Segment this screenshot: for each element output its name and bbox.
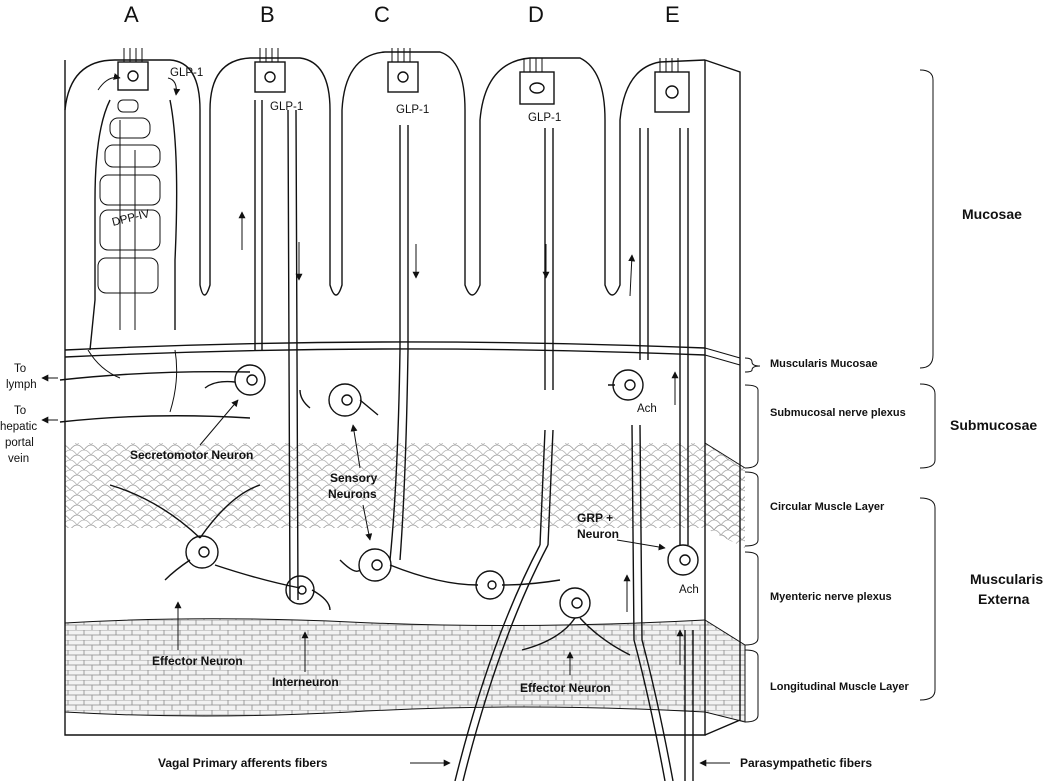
- effector-neuron-label-2: Effector Neuron: [520, 681, 611, 695]
- region-mucosae: Mucosae: [962, 206, 1022, 222]
- layer-longitudinal-muscle: Longitudinal Muscle Layer: [770, 681, 909, 693]
- signal-arrows: [97, 73, 684, 665]
- region-muscularis-1: Muscularis: [970, 571, 1043, 587]
- glp1-label-b: GLP-1: [270, 101, 303, 113]
- pointer-arrows: [41, 374, 730, 767]
- nerve-fibers: [254, 100, 694, 781]
- layer-brackets: [744, 69, 936, 723]
- grp-neuron-label-2: Neuron: [577, 527, 619, 541]
- sensory-neurons-label-2: Neurons: [328, 487, 377, 501]
- column-label-b: B: [260, 2, 275, 27]
- neurons: [109, 364, 699, 656]
- column-label-c: C: [374, 2, 390, 27]
- ach-label-2: Ach: [679, 584, 699, 596]
- sensory-neurons-label-1: Sensory: [330, 471, 378, 485]
- layer-submucosal-plexus: Submucosal nerve plexus: [770, 407, 906, 419]
- interneuron-label: Interneuron: [272, 675, 339, 689]
- effector-neuron-label-1: Effector Neuron: [152, 654, 243, 668]
- layer-muscularis-mucosae: Muscularis Mucosae: [770, 358, 878, 370]
- to-lymph-label-2: lymph: [6, 379, 37, 391]
- circular-muscle-layer: [65, 443, 745, 548]
- to-portal-label-4: vein: [8, 453, 29, 465]
- tissue-block-outline: [64, 60, 706, 736]
- vagal-afferents-label: Vagal Primary afferents fibers: [158, 756, 328, 770]
- to-portal-label-2: hepatic: [0, 421, 37, 433]
- longitudinal-muscle-side: [704, 619, 746, 723]
- villi-outline: [64, 51, 706, 296]
- ach-label-1: Ach: [637, 403, 657, 415]
- dpp4-label: DPP-IV: [111, 208, 151, 229]
- column-a-villus-core: [59, 99, 251, 423]
- to-lymph-label-1: To: [14, 363, 26, 375]
- glp1-label-c: GLP-1: [396, 104, 429, 116]
- column-label-a: A: [124, 2, 139, 27]
- region-submucosae: Submucosae: [950, 417, 1037, 433]
- grp-neuron-label-1: GRP +: [577, 511, 613, 525]
- parasympathetic-label: Parasympathetic fibers: [740, 756, 872, 770]
- column-label-e: E: [665, 2, 680, 27]
- glp1-label-a: GLP-1: [170, 67, 203, 79]
- l-cells: [117, 48, 690, 113]
- layer-circular-muscle: Circular Muscle Layer: [770, 501, 885, 513]
- region-muscularis-2: Externa: [978, 591, 1030, 607]
- circular-muscle-side: [705, 448, 745, 548]
- layer-myenteric-plexus: Myenteric nerve plexus: [770, 591, 892, 603]
- secretomotor-neuron-label: Secretomotor Neuron: [130, 448, 253, 462]
- column-label-d: D: [528, 2, 544, 27]
- glp1-label-d: GLP-1: [528, 112, 561, 124]
- longitudinal-muscle-layer: [65, 618, 705, 716]
- to-portal-label-3: portal: [5, 437, 34, 449]
- to-portal-label-1: To: [14, 405, 26, 417]
